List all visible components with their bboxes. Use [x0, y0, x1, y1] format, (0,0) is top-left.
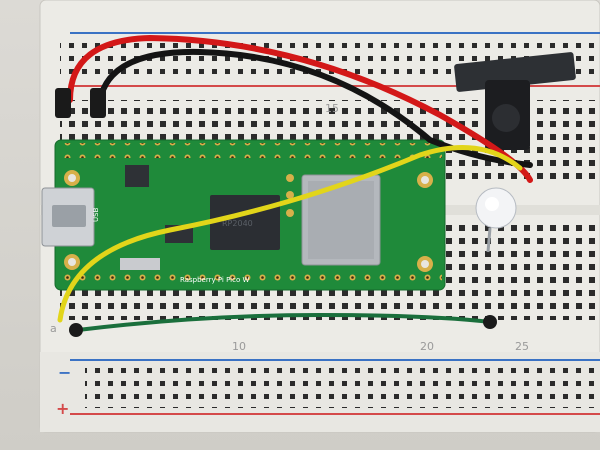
bottom-power-rail	[85, 368, 600, 408]
black-wire-plug	[90, 88, 106, 118]
rp2040-label: RP2040	[222, 219, 253, 228]
column-label-25: 25	[515, 340, 529, 353]
red-wire-plug	[55, 88, 71, 118]
column-label-10: 10	[232, 340, 246, 353]
pico-w-board: USB RP2040 Raspberry Pi Pico W	[41, 139, 446, 291]
red-jumper-wire	[67, 34, 533, 183]
yellow-jumper-wire	[57, 144, 523, 323]
rail-minus-label: −	[58, 363, 71, 382]
green-wire-right-end	[483, 315, 497, 329]
clear-led	[475, 187, 517, 253]
column-label-20: 20	[420, 340, 434, 353]
green-jumper-wire	[76, 312, 492, 332]
column-label-15: 15	[325, 102, 339, 115]
ir-receiver-module	[454, 52, 576, 150]
pico-bottom-pin-row	[62, 272, 442, 287]
pico-silkscreen-label: Raspberry Pi Pico W	[180, 276, 249, 284]
rail-plus-label: +	[56, 399, 69, 418]
row-label-a: a	[50, 322, 57, 335]
usb-silkscreen: USB	[92, 207, 100, 222]
green-wire-left-end	[69, 323, 83, 337]
pico-top-pin-row	[62, 143, 442, 158]
black-jumper-wire	[97, 48, 533, 168]
